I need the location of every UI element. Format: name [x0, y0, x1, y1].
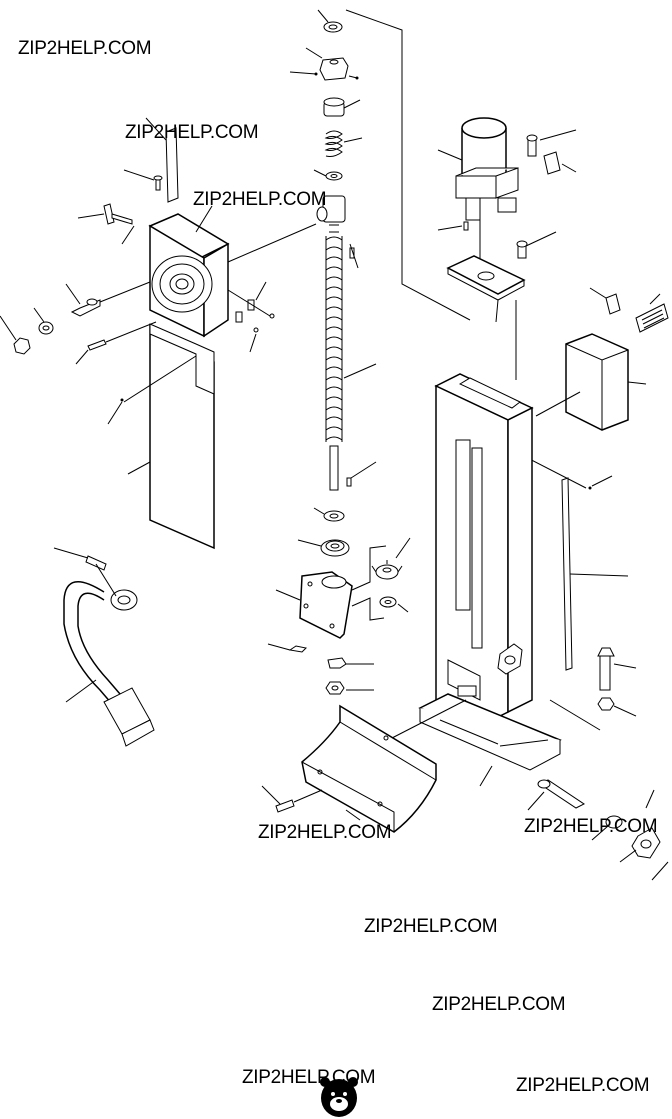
- top-collar: [289, 47, 359, 81]
- thrust-washer: [313, 169, 343, 181]
- housing-screw: [267, 643, 308, 653]
- column-base: [418, 693, 562, 787]
- watermark-text: ZIP2HELP.COM: [432, 994, 566, 1015]
- table-clamp-lever: [77, 203, 135, 245]
- cover-box: [535, 333, 647, 431]
- guard-screw: [261, 785, 323, 813]
- upper-bearing: [323, 97, 361, 117]
- cover-sheet: [107, 323, 215, 550]
- bevel-gear: [351, 537, 411, 621]
- watermark-text: ZIP2HELP.COM: [516, 1075, 650, 1096]
- pivot-bolt: [65, 281, 151, 317]
- chip-guard: [301, 699, 467, 833]
- motor-key: [437, 221, 469, 231]
- main-column: [434, 373, 534, 748]
- top-nut: [317, 9, 343, 33]
- crank-wheel: [591, 789, 669, 881]
- lock-nut: [325, 657, 374, 695]
- watermark-text: ZIP2HELP.COM: [125, 122, 259, 143]
- lead-screw: [316, 195, 377, 491]
- mascot-logo: [320, 1077, 358, 1117]
- watermark-text: ZIP2HELP.COM: [524, 816, 658, 837]
- watermark-text: ZIP2HELP.COM: [18, 38, 152, 59]
- table-stop: [227, 281, 275, 353]
- name-plate: [635, 293, 669, 333]
- drive-motor: [437, 117, 519, 262]
- pivot-washer: [33, 307, 54, 335]
- pivot-nut: [0, 315, 31, 355]
- rotary-table: [148, 205, 230, 338]
- assembly-lines: [227, 9, 601, 731]
- lower-washer: [313, 507, 345, 522]
- bearing-housing: [275, 571, 353, 639]
- watermark-text: ZIP2HELP.COM: [242, 1067, 376, 1088]
- tag-label: [589, 287, 621, 315]
- motor-base-plate: [446, 255, 526, 323]
- screw-keys: [346, 243, 377, 487]
- adjust-screw: [75, 321, 157, 365]
- terminal-box: [543, 151, 577, 175]
- compression-spring: [324, 130, 363, 157]
- watermark-text: ZIP2HELP.COM: [258, 822, 392, 843]
- rail-screw: [123, 169, 163, 191]
- rack-screw: [588, 475, 613, 490]
- lower-bearing: [297, 539, 350, 557]
- motor-bolts: [516, 129, 577, 259]
- watermark-text: ZIP2HELP.COM: [364, 916, 498, 937]
- gear-rack: [561, 477, 629, 671]
- shaft-pin: [527, 779, 585, 811]
- crank-handle: [53, 547, 155, 747]
- base-bolt: [597, 647, 637, 717]
- guide-rail: [145, 117, 179, 203]
- watermark-text: ZIP2HELP.COM: [193, 189, 327, 210]
